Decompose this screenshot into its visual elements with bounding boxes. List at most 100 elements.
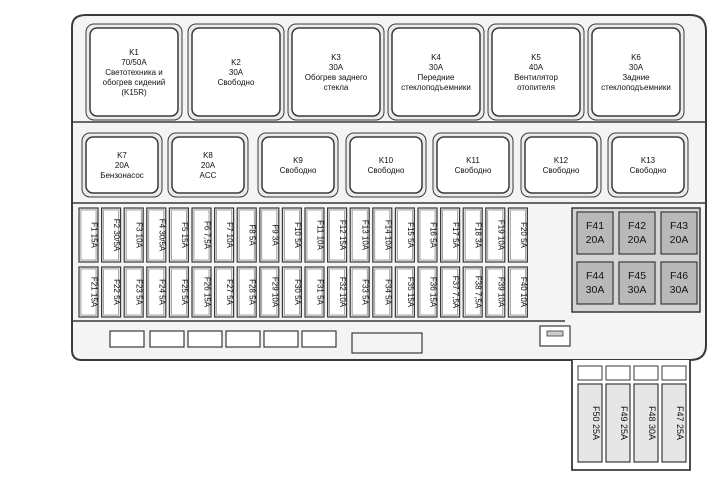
big-fuse-body [660,261,698,305]
fuse-window [397,209,413,261]
maxi-fuse-cap [633,365,659,381]
fuse-label: F33 5A [361,279,370,305]
relay-label: стеклоподъемники [601,83,671,92]
relay-label: Передние [418,73,455,82]
relay-body [391,27,481,117]
relay-label: K9 [293,156,303,165]
relay-label: стеклоподъемники [401,83,471,92]
relay-label: Вентилятор [514,73,558,82]
fuse-f15: F15 5A [394,207,415,263]
fuse-f24: F24 5A [146,266,167,318]
fuse-window [125,209,142,261]
relay-body [89,27,179,117]
big-fuse-body [618,261,656,305]
relay-body [524,136,598,194]
relay-label: K8 [203,151,213,160]
fuse-window [171,209,187,261]
relay-label: 20A [201,161,216,170]
fuse-window [374,268,391,316]
relay-label: K7 [117,151,127,160]
relay-label: K11 [466,156,480,165]
fuse-window [125,268,142,316]
fuse-label: F21 15A [90,277,99,308]
relay-label: 30A [429,63,444,72]
relay-label: Свободно [455,166,492,175]
maxi-fuse-cap [661,365,687,381]
fuse-label: F9 3A [270,224,279,246]
big-fuse-label: F43 [670,220,688,232]
connector-slot [546,330,564,337]
relay-label: K13 [641,156,656,165]
relay-label: Свободно [280,166,317,175]
fuse-f48: F48 30A [633,365,659,463]
relay-label: Обогрев заднего [305,73,368,82]
fuse-f21: F21 15A [78,266,99,318]
relay-label: 30A [629,63,644,72]
fuse-label: F7 10A [225,222,234,248]
fuse-f38: F38 7,5A [462,266,483,318]
fuse-f30: F30 5A [281,266,302,318]
fuse-f18: F18 3A [462,207,483,263]
fuse-label: F30 5A [293,279,302,305]
big-fuse-label: 30A [670,284,689,296]
fuse-f31: F31 5A [304,266,325,318]
fuse-f22: F22 5A [100,266,122,318]
fuse-f19: F19 10A [485,207,506,263]
connector-slot [351,332,423,354]
relay-label: K3 [331,53,341,62]
fuse-f5: F5 15A [168,207,189,263]
fuse-label: F11 10A [316,220,325,250]
fuse-f35: F35 15A [394,266,415,318]
fuse-window [216,268,232,316]
fuse-window [238,268,255,316]
big-fuse-label: 20A [670,234,689,246]
fuse-window [374,209,391,261]
big-fuse-label: F41 [586,220,604,232]
fuse-label: F15 5A [406,222,415,248]
fuse-f27: F27 5A [214,266,235,318]
big-fuse-label: 30A [586,284,605,296]
fuse-label: F32 10A [338,277,347,308]
fuse-f50: F50 25A [577,365,603,463]
fuse-window [351,209,368,261]
relay-label: отопителя [517,83,555,92]
fuse-window [193,268,210,316]
fuse-label: F2 30/5A [112,219,121,252]
fuse-label: F23 5A [135,279,144,305]
fuse-window [148,209,165,261]
fuse-f17: F17 5A [440,207,461,263]
fuse-label: F14 10A [383,220,392,251]
fuse-label: F31 5A [316,279,325,305]
fuse-f49: F49 25A [605,365,631,463]
fuse-window [329,209,345,261]
fuse-f32: F32 10A [327,266,348,318]
fuse-window [284,268,300,316]
relay-label: ACC [200,171,217,180]
relay-body [436,136,510,194]
fuse-window [80,209,97,261]
fuse-label: F3 10A [135,222,144,248]
relay-body [491,27,581,117]
connector-slots [109,325,571,354]
fuse-window [306,209,323,261]
fuse-f11: F11 10A [304,207,325,263]
fuse-f34: F34 5A [372,266,393,318]
fuse-window [510,268,526,316]
fuse-label: F25 5A [180,279,189,305]
fuse-label: F35 15A [406,277,415,308]
fuse-label: F26 15A [203,277,212,308]
fuse-f1: F1 15A [78,207,99,263]
relay-label: 70/50A [121,58,147,67]
big-fuse-label: F44 [586,270,604,282]
fuse-label: F16 5A [429,222,438,248]
